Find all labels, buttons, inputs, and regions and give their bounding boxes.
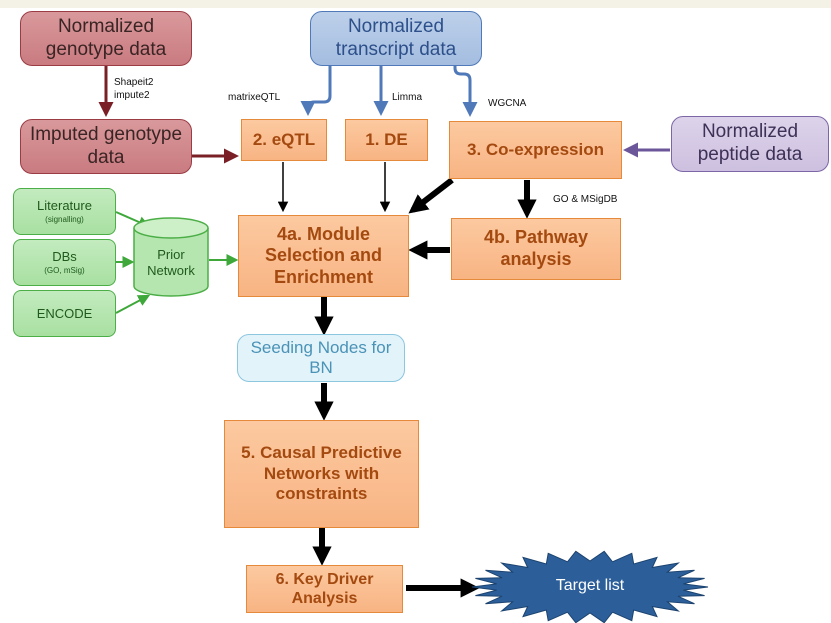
- normalized-peptide-label: Normalized peptide data: [697, 121, 803, 165]
- imputed-genotype-box: Imputed genotype data: [20, 119, 192, 174]
- pathway-analysis-label: 4b. Pathway analysis: [483, 227, 589, 269]
- edge-label-wgcna: WGCNA: [488, 98, 527, 109]
- causal-networks-label: 5. Causal Predictive Networks with const…: [241, 443, 402, 504]
- de-box: 1. DE: [345, 119, 428, 161]
- dbs-sublabel: (GO, mSig): [44, 266, 85, 275]
- causal-networks-box: 5. Causal Predictive Networks with const…: [224, 420, 419, 528]
- de-label: 1. DE: [365, 129, 408, 149]
- edge-label-limma: Limma: [392, 92, 423, 103]
- literature-sublabel: (signalling): [45, 215, 84, 224]
- dbs-box: DBs (GO, mSig): [13, 239, 116, 286]
- target-list-label: Target list: [555, 577, 625, 594]
- encode-box: ENCODE: [13, 290, 116, 337]
- normalized-transcript-label: Normalized transcript data: [335, 15, 457, 60]
- key-driver-box: 6. Key Driver Analysis: [246, 565, 403, 613]
- seeding-nodes-label: Seeding Nodes for BN: [250, 337, 392, 377]
- coexpression-label: 3. Co-expression: [467, 139, 604, 159]
- imputed-genotype-label: Imputed genotype data: [29, 123, 183, 168]
- normalized-genotype-box: Normalized genotype data: [20, 11, 192, 66]
- dbs-label: DBs: [52, 249, 77, 265]
- normalized-genotype-label: Normalized genotype data: [45, 15, 167, 60]
- prior-network-label: Prior Network: [147, 247, 195, 279]
- module-selection-label: 4a. Module Selection and Enrichment: [264, 223, 383, 287]
- normalized-peptide-box: Normalized peptide data: [671, 116, 829, 172]
- module-selection-box: 4a. Module Selection and Enrichment: [238, 215, 409, 297]
- key-driver-label: 6. Key Driver Analysis: [275, 570, 374, 607]
- edge-label-matrixeqtl: matrixeQTL: [228, 92, 281, 103]
- prior-network-cylinder: [133, 217, 209, 297]
- target-list-starburst: [471, 550, 709, 623]
- eqtl-box: 2. eQTL: [241, 119, 327, 161]
- top-band: [0, 0, 831, 8]
- pathway-analysis-box: 4b. Pathway analysis: [451, 218, 621, 280]
- arrow-trans-coexp: [453, 62, 478, 117]
- literature-box: Literature (signalling): [13, 188, 116, 235]
- arrow-trans-eqtl: [300, 64, 332, 116]
- seeding-nodes-box: Seeding Nodes for BN: [237, 334, 405, 382]
- eqtl-label: 2. eQTL: [252, 129, 316, 149]
- arrow-encode-prior: [115, 294, 151, 314]
- edge-label-shapeit: Shapeit2: [114, 77, 154, 88]
- edge-label-gomsigdb: GO & MSigDB: [553, 194, 618, 205]
- normalized-transcript-box: Normalized transcript data: [310, 11, 482, 66]
- arrow-coexp-module: [408, 177, 454, 214]
- edge-label-impute: impute2: [114, 90, 150, 101]
- literature-label: Literature: [37, 198, 92, 214]
- coexpression-box: 3. Co-expression: [449, 121, 622, 179]
- encode-label: ENCODE: [36, 305, 93, 321]
